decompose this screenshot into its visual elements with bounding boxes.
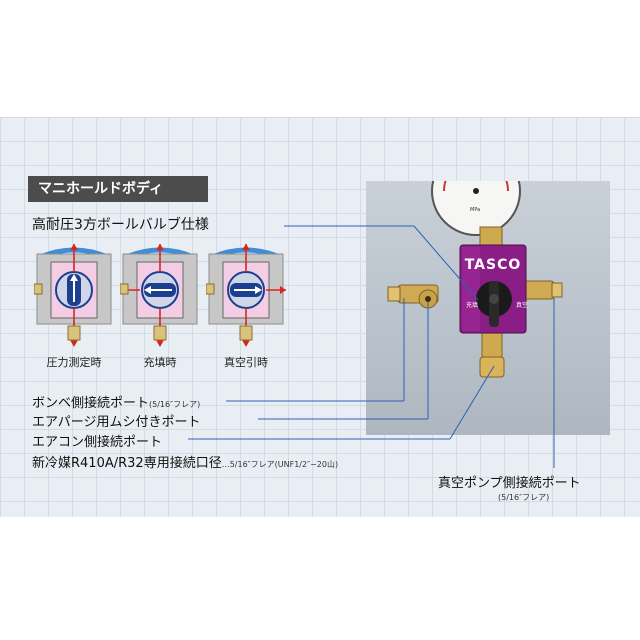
- gauge-unit: MPa: [470, 207, 480, 213]
- caption-vacuum: 真空引時: [224, 356, 268, 369]
- refrigerant-label: 新冷媒R410A/R32専用接続口径…5/16″フレア(UNF1/2″−20山): [32, 456, 339, 471]
- manifold-photo: MPa 充填 真空 TASCO: [366, 146, 610, 435]
- body-label-vacuum: 真空: [516, 301, 528, 309]
- aircon-port-label: エアコン側接続ポート: [32, 435, 163, 450]
- air-purge-port-label: エアパージ用ムシ付きポート: [32, 415, 201, 430]
- valve-spec-label: 高耐圧3方ボールバルブ仕様: [32, 217, 209, 233]
- vacuum-pump-port-note: (5/16″フレア): [498, 493, 550, 502]
- section-title: マニホールドボディ: [28, 176, 208, 202]
- diagram-pressure-measurement: [34, 244, 114, 348]
- diagram-vacuum: [206, 244, 286, 348]
- vacuum-pump-port-label: 真空ポンプ側接続ポート: [438, 476, 581, 491]
- body-label-charge: 充填: [466, 301, 478, 309]
- caption-charging: 充填時: [143, 356, 177, 369]
- caption-pressure: 圧力測定時: [46, 356, 102, 369]
- brand-logo: TASCO: [464, 257, 522, 273]
- diagram-charging: [120, 244, 200, 348]
- cylinder-port-label: ボンベ側接続ポート(5/16″フレア): [32, 396, 201, 411]
